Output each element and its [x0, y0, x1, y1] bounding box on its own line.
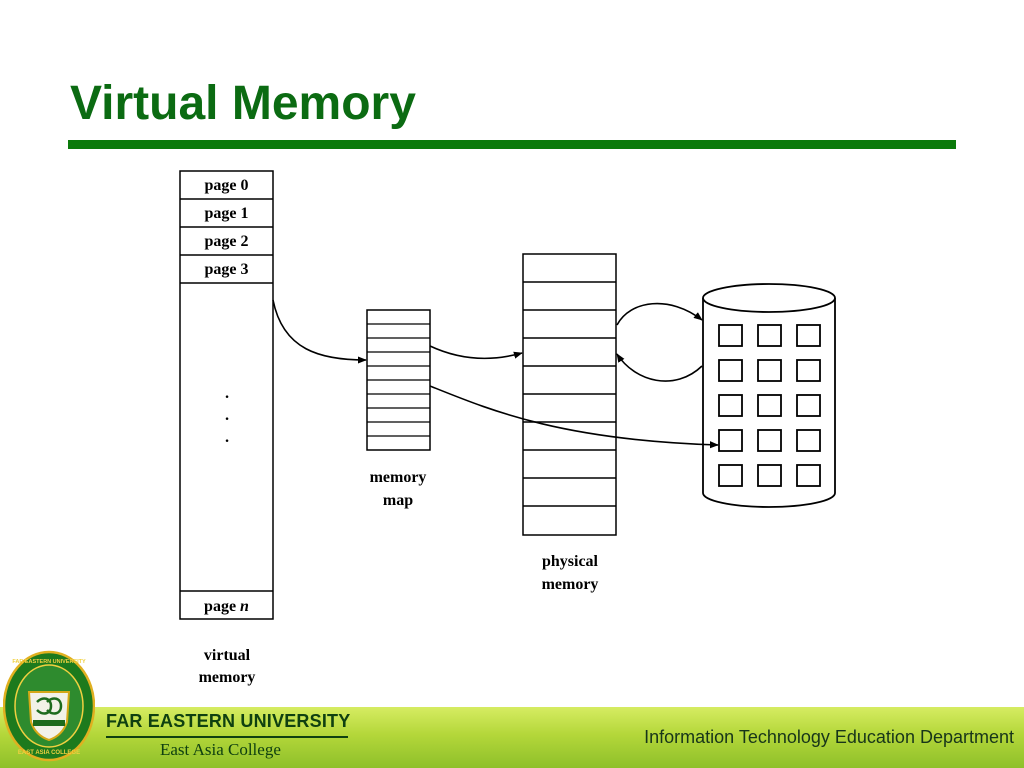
university-seal-icon: FAR EASTERN UNIVERSITY EAST ASIA COLLEGE: [3, 650, 95, 762]
virtual-memory-label: virtual: [204, 647, 251, 664]
department-name: Information Technology Education Departm…: [644, 727, 1014, 747]
seal-text-top: FAR EASTERN UNIVERSITY: [12, 659, 86, 665]
physical-memory-block: physical memory: [522, 253, 617, 593]
virtual-memory-block: page 0 page 1 page 2 page 3 · · · page n…: [179, 170, 274, 686]
virtual-last-page-label: page n: [204, 598, 249, 615]
memory-map-label: map: [383, 492, 413, 509]
seal-text-bottom: EAST ASIA COLLEGE: [18, 750, 80, 756]
virtual-page-label: page 0: [205, 177, 249, 194]
virtual-page-label: page 2: [205, 233, 249, 250]
disk-to-physical-arrow: [616, 353, 703, 382]
virtual-page-label: page 3: [205, 261, 249, 278]
map-to-physical-arrow: [429, 345, 523, 360]
university-divider: [106, 736, 348, 738]
map-to-disk-arrow: [429, 385, 719, 449]
physical-memory-label: memory: [542, 576, 599, 593]
memory-map-label: memory: [370, 469, 427, 486]
virtual-page-label: page 1: [205, 205, 249, 222]
university-name: FAR EASTERN UNIVERSITY: [106, 711, 351, 731]
ellipsis-dot: ·: [224, 411, 229, 428]
physical-memory-label: physical: [542, 553, 599, 570]
ellipsis-dot: ·: [224, 433, 229, 450]
title-underline: [68, 140, 956, 149]
college-name: East Asia College: [160, 740, 281, 759]
disk-storage-icon: [702, 283, 836, 508]
virtual-to-map-arrow: [272, 299, 367, 364]
ellipsis-dot: ·: [224, 389, 229, 406]
memory-map-block: memory map: [366, 309, 431, 509]
physical-to-disk-arrow: [616, 302, 703, 326]
virtual-memory-label: memory: [199, 669, 256, 686]
virtual-memory-diagram: page 0 page 1 page 2 page 3 · · · page n…: [179, 170, 836, 686]
slide-title: Virtual Memory: [70, 77, 416, 130]
